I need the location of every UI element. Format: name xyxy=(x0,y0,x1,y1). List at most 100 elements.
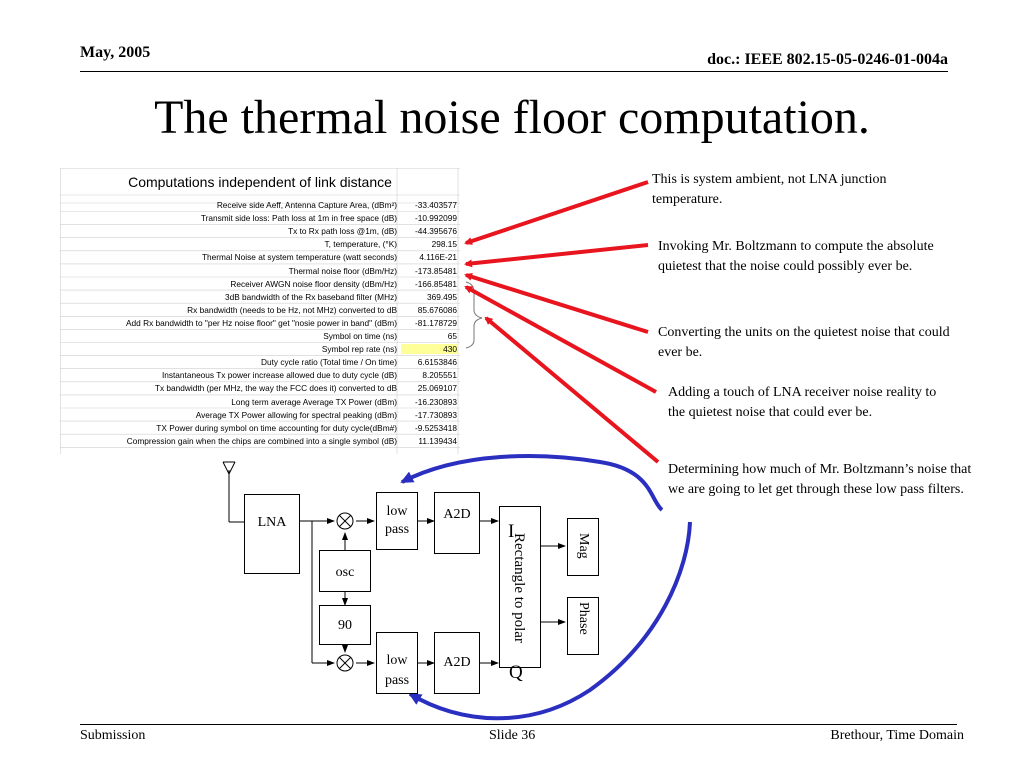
note-lowpass: Determining how much of Mr. Boltzmann’s … xyxy=(668,462,972,497)
table-row-value: 8.205551 xyxy=(422,370,457,381)
table-row: Thermal noise floor (dBm/Hz) -173.85481 xyxy=(60,266,460,276)
table-row-label: Rx bandwidth (needs to be Hz, not MHz) c… xyxy=(187,304,397,315)
table-row: Instantaneous Tx power increase allowed … xyxy=(60,370,460,380)
table-row-value: -81.178729 xyxy=(415,317,457,328)
table-row-value: -44.395676 xyxy=(415,226,457,237)
phase-shift-block: 90 xyxy=(319,605,371,645)
table-row: 3dB bandwidth of the Rx baseband filter … xyxy=(60,292,460,302)
table-row-label: Instantaneous Tx power increase allowed … xyxy=(161,370,397,381)
table-row-value: -10.992099 xyxy=(415,213,457,224)
table-gridlines xyxy=(60,168,460,454)
phase-label: Phase xyxy=(576,602,591,635)
q-label: Q xyxy=(509,662,523,683)
table-row-value: 85.676086 xyxy=(417,304,457,315)
red-arrow-5 xyxy=(484,316,660,464)
table-row: Symbol rep rate (ns) 430 xyxy=(60,344,460,355)
lowpass-bottom-block: low pass xyxy=(376,632,418,694)
table-row-label: Duty cycle ratio (Total time / On time) xyxy=(260,357,397,368)
table-row-label: Long term average Average TX Power (dBm) xyxy=(231,396,397,407)
lowpass-top-label-1: low xyxy=(386,504,408,519)
a2d-top-block: A2D xyxy=(434,492,480,554)
table-row-label: Compression gain when the chips are comb… xyxy=(126,435,397,446)
note-units: Converting the units on the quietest noi… xyxy=(658,325,950,360)
lowpass-bottom-label-1: low xyxy=(386,653,408,668)
lowpass-bottom-label-2: pass xyxy=(384,673,410,688)
table-row-value: -16.230893 xyxy=(415,396,457,407)
slide-title: The thermal noise floor computation. xyxy=(154,91,870,144)
header-doc-id: doc.: IEEE 802.15-05-0246-01-004a xyxy=(707,51,948,68)
table-row: Tx bandwidth (per MHz, the way the FCC d… xyxy=(60,383,460,393)
table-row-value: -9.5253418 xyxy=(415,422,457,433)
table-row: TX Power during symbol on time accountin… xyxy=(60,423,460,433)
a2d-bottom-label: A2D xyxy=(443,655,471,670)
phase-block: Phase xyxy=(567,597,599,655)
table-row-label: Receive side Aeff, Antenna Capture Area,… xyxy=(216,200,397,210)
table-row-value: 6.6153846 xyxy=(417,357,457,368)
table-row: Rx bandwidth (needs to be Hz, not MHz) c… xyxy=(60,305,460,315)
table-row-label: TX Power during symbol on time accountin… xyxy=(156,422,397,433)
osc-label: osc xyxy=(335,565,355,580)
header-rule xyxy=(80,71,948,72)
table-row: Compression gain when the chips are comb… xyxy=(60,436,460,446)
bracket-icon xyxy=(465,281,483,349)
blue-arrow-top xyxy=(400,454,664,512)
table-row-value: -17.730893 xyxy=(415,409,457,420)
footer-rule xyxy=(80,724,957,725)
osc-block: osc xyxy=(319,550,371,592)
i-label: I xyxy=(508,521,515,542)
table-row-label: Symbol rep rate (ns) xyxy=(321,344,397,355)
red-arrow-1 xyxy=(464,180,649,245)
blue-arrow-bottom xyxy=(408,521,692,721)
table-row-value: -173.85481 xyxy=(415,265,457,276)
table-row: Receive side Aeff, Antenna Capture Area,… xyxy=(60,200,460,210)
table-row: Duty cycle ratio (Total time / On time) 6… xyxy=(60,357,460,367)
antenna-icon xyxy=(222,461,244,523)
note-ambient: This is system ambient, not LNA junction… xyxy=(652,172,887,207)
table-row: Add Rx bandwidth to "per Hz noise floor"… xyxy=(60,318,460,328)
phase-shift-label: 90 xyxy=(338,618,352,633)
table-row: T, temperature, (°K) 298.15 xyxy=(60,239,460,249)
table-row: Tx to Rx path loss @1m, (dB) -44.395676 xyxy=(60,226,460,236)
table-row-value: 298.15 xyxy=(431,239,457,250)
table-row: Long term average Average TX Power (dBm)… xyxy=(60,397,460,407)
table-row-label: Transmit side loss: Path loss at 1m in f… xyxy=(200,213,397,224)
table-row-label: Thermal Noise at system temperature (wat… xyxy=(201,252,397,263)
table-row-label: Symbol on time (ns) xyxy=(323,331,397,341)
lowpass-top-block: low pass xyxy=(376,492,418,550)
table-row-label: Receiver AWGN noise floor density (dBm/H… xyxy=(230,278,397,289)
table-row: Average TX Power allowing for spectral p… xyxy=(60,410,460,420)
header-date: May, 2005 xyxy=(80,44,151,61)
table-row-label: Tx bandwidth (per MHz, the way the FCC d… xyxy=(154,383,397,394)
table-row-value: 65 xyxy=(447,331,457,341)
table-row-value: 4.116E-21 xyxy=(419,252,457,263)
table-row-value: 11.139434 xyxy=(418,435,457,446)
lna-label: LNA xyxy=(257,515,287,530)
footer-submission: Submission xyxy=(80,728,146,743)
table-title: Computations independent of link distanc… xyxy=(128,174,392,190)
a2d-top-label: A2D xyxy=(443,507,471,522)
table-row: Thermal Noise at system temperature (wat… xyxy=(60,252,460,262)
table-row-label: Add Rx bandwidth to "per Hz noise floor"… xyxy=(126,317,397,328)
table-row-label: Thermal noise floor (dBm/Hz) xyxy=(288,265,397,276)
rect-to-polar-label: Rectangle to polar xyxy=(511,533,527,643)
mag-block: Mag xyxy=(567,518,599,576)
note-boltzmann: Invoking Mr. Boltzmann to compute the ab… xyxy=(658,239,934,274)
table-row-value: -33.403577 xyxy=(415,200,457,210)
table-row-label: 3dB bandwidth of the Rx baseband filter … xyxy=(224,291,397,302)
red-arrow-3 xyxy=(464,272,649,334)
table-row-label: Average TX Power allowing for spectral p… xyxy=(195,409,397,420)
table-row-value: 430 xyxy=(401,344,457,355)
red-arrow-2 xyxy=(464,243,649,268)
note-lna-noise: Adding a touch of LNA receiver noise rea… xyxy=(668,385,937,420)
footer-author: Brethour, Time Domain xyxy=(830,728,964,743)
table-row-label: Tx to Rx path loss @1m, (dB) xyxy=(288,226,397,237)
lowpass-top-label-2: pass xyxy=(384,522,410,537)
footer-slide-number: Slide 36 xyxy=(489,728,536,743)
table-row-value: 25.069107 xyxy=(417,383,457,394)
table-row: Receiver AWGN noise floor density (dBm/H… xyxy=(60,279,460,289)
table-row-label: T, temperature, (°K) xyxy=(324,239,397,250)
table-row-value: -166.85481 xyxy=(415,278,457,289)
computation-table: Computations independent of link distanc… xyxy=(60,168,460,454)
table-row: Symbol on time (ns) 65 xyxy=(60,331,460,341)
